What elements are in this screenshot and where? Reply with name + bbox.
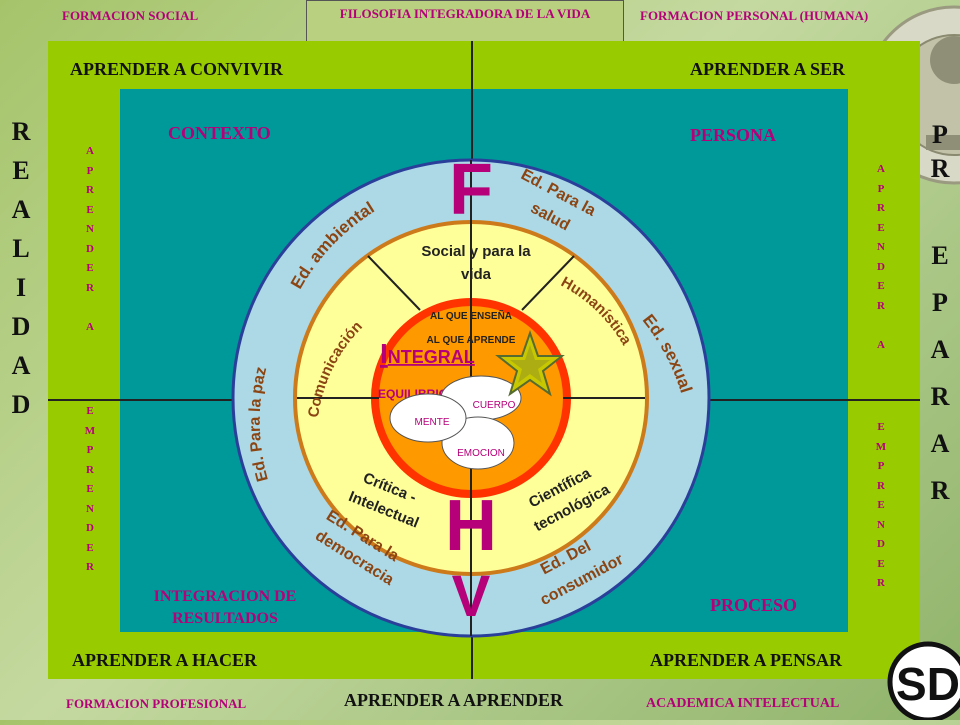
quadrant-aprender-hacer: APRENDER A HACER — [72, 650, 258, 670]
label-social-2: vida — [461, 266, 492, 283]
label-contexto: CONTEXTO — [168, 123, 271, 143]
label-formacion-profesional: FORMACION PROFESIONAL — [66, 696, 247, 711]
label-al-que-aprende: AL QUE APRENDE — [427, 335, 516, 346]
sd-logo-icon: SD — [880, 638, 960, 723]
bubble-mente — [389, 393, 467, 443]
label-academica-intelectual: ACADEMICA INTELECTUAL — [646, 696, 840, 711]
label-social-1: Social y para la — [421, 243, 531, 260]
quadrant-aprender-pensar: APRENDER A PENSAR — [650, 650, 843, 670]
vertical-aprender-left: A P R E N D E R A — [86, 145, 94, 333]
label-integral: INTEGRAL — [380, 338, 475, 369]
quadrant-aprender-convivir: APRENDER A CONVIVIR — [70, 59, 284, 79]
label-al-que-ensena: AL QUE ENSEÑA — [430, 309, 512, 322]
label-emocion: EMOCION — [457, 448, 505, 459]
svg-text:SD: SD — [896, 658, 960, 710]
divider-social-left — [367, 255, 421, 311]
side-word-preparar-head: P R — [930, 120, 950, 183]
label-persona: PERSONA — [690, 125, 777, 145]
vertical-aprender-right: A P R E N D E R A — [877, 163, 885, 351]
divider-social-right — [521, 255, 575, 311]
letter-f: F — [449, 150, 493, 230]
philosophy-title: FILOSOFIA INTEGRADORA DE LA VIDA — [339, 6, 591, 21]
label-formacion-social: FORMACION SOCIAL — [62, 8, 199, 23]
quadrant-aprender-ser: APRENDER A SER — [690, 59, 846, 79]
star-icon — [495, 329, 565, 397]
label-mente: MENTE — [415, 417, 450, 428]
label-formacion-personal: FORMACION PERSONAL (HUMANA) — [640, 8, 869, 23]
side-word-realidad: R E A L I D A D — [11, 117, 31, 419]
side-word-preparar-tail: E P A R A R — [930, 241, 950, 505]
letter-v: V — [452, 564, 491, 629]
letter-h: H — [445, 486, 497, 566]
label-integracion-resultados: INTEGRACION DE RESULTADOS — [153, 588, 297, 627]
label-aprender-aprender: APRENDER A APRENDER — [344, 690, 564, 710]
label-proceso: PROCESO — [710, 595, 798, 615]
vertical-emprender-right: E M P R E N D E R — [875, 421, 887, 589]
vertical-emprender-left: E M P R E N D E R — [84, 405, 96, 573]
label-cuerpo: CUERPO — [473, 400, 516, 411]
